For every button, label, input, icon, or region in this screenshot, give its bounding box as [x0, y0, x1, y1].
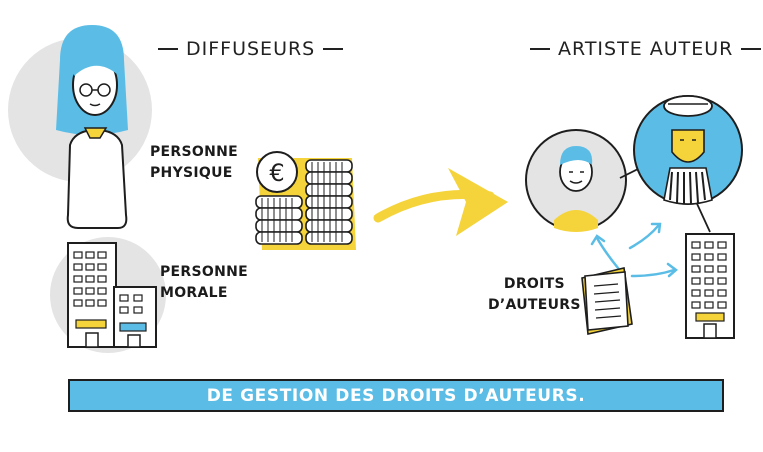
- caption-banner: DE GESTION DES DROITS D’AUTEURS.: [68, 379, 724, 412]
- coin-stack-icon: [255, 158, 356, 250]
- heading-dash: [323, 48, 344, 50]
- label-line: PHYSIQUE: [150, 165, 233, 181]
- label-line: MORALE: [160, 285, 228, 301]
- bearded-artist-icon: [633, 95, 743, 205]
- heading-dash: [530, 48, 550, 50]
- personne-morale-label: PERSONNE MORALE: [160, 262, 248, 304]
- document-stack-icon: [581, 267, 633, 335]
- heading-dash: [158, 48, 178, 50]
- artiste-auteur-heading: ARTISTE AUTEUR: [530, 38, 762, 60]
- euro-symbol: €: [269, 159, 284, 187]
- label-line: DROITS: [503, 276, 565, 292]
- droits-auteurs-label: DROITS D’AUTEURS: [488, 274, 581, 316]
- caption-text: DE GESTION DES DROITS D’AUTEURS.: [206, 385, 586, 406]
- label-line: D’AUTEURS: [488, 297, 581, 313]
- heading-dash: [741, 48, 762, 50]
- young-man-icon: [525, 129, 627, 232]
- arrow-icon: [373, 168, 508, 236]
- diffuseurs-heading: DIFFUSEURS: [158, 38, 344, 60]
- euro-coin-icon: [256, 151, 298, 193]
- diffuseurs-heading-text: DIFFUSEURS: [186, 38, 316, 60]
- label-line: PERSONNE: [150, 144, 238, 160]
- office-building-icon: [50, 237, 166, 353]
- personne-physique-label: PERSONNE PHYSIQUE: [150, 142, 238, 184]
- tower-building-icon: [685, 233, 735, 339]
- woman-icon: [8, 25, 152, 229]
- blue-arrows-icon: [590, 222, 678, 278]
- label-line: PERSONNE: [160, 264, 248, 280]
- artiste-auteur-heading-text: ARTISTE AUTEUR: [558, 38, 734, 60]
